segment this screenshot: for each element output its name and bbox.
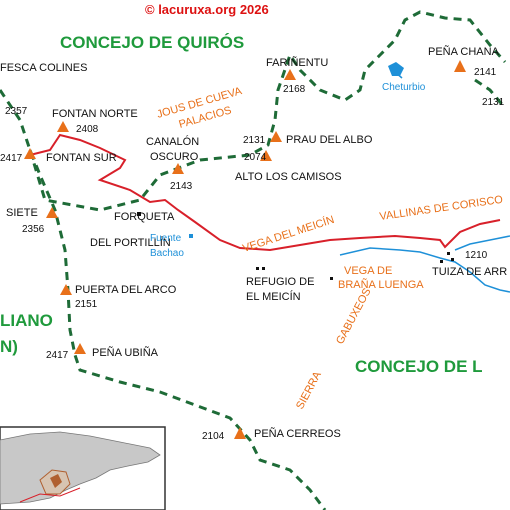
label-fuente: Fuente	[150, 233, 182, 244]
tuiza-marker	[451, 258, 454, 261]
peak-icon	[57, 121, 69, 132]
boundary-north	[28, 10, 507, 212]
stream-north	[454, 235, 510, 251]
place-forqueta: FORQUETA	[114, 211, 175, 223]
peak-elevation: 2141	[474, 67, 497, 78]
peak-elevation: 2151	[75, 299, 98, 310]
peak-elevation: 2074	[244, 152, 267, 163]
peak-name: FONTAN NORTE	[52, 108, 138, 120]
region-left-top: LIANO	[0, 311, 53, 330]
tuiza-marker	[440, 260, 443, 263]
stream-main	[339, 247, 510, 293]
label-gabuxeos: GABUXEOS	[334, 286, 374, 346]
peak-elevation: 2417	[0, 153, 23, 164]
peak-elevation: 2143	[170, 181, 193, 192]
peak-icon	[24, 148, 36, 159]
peak-name: OSCURO	[150, 151, 199, 163]
lake-cheturbio	[388, 62, 404, 76]
peak-elevation: 2417	[46, 350, 69, 361]
inset-land	[0, 431, 161, 505]
inset-border	[19, 487, 81, 503]
peak-name: FONTAN SUR	[46, 152, 117, 164]
boundary-east	[474, 78, 507, 109]
peak-name: PEÑA CHANA	[428, 45, 500, 58]
peak-icon	[172, 163, 184, 174]
refugio-marker	[262, 267, 265, 270]
peak-icon	[270, 131, 282, 142]
peak-name: FARIÑENTU	[266, 56, 328, 69]
region-lena: CONCEJO DE L	[355, 357, 483, 376]
label-vallinas: VALLINAS DE CORISCO	[379, 194, 504, 223]
peak-elevation: 2356	[22, 224, 45, 235]
place-tuiza-elevation: 1210	[465, 250, 488, 261]
label-brana: BRAÑA LUENGA	[338, 278, 424, 291]
peak-name: FESCA COLINES	[0, 62, 87, 74]
peak-elevation: 2408	[76, 124, 99, 135]
tuiza-marker	[447, 252, 450, 255]
hiking-route	[29, 133, 501, 252]
locator-inset	[0, 426, 166, 510]
peak-icon	[454, 60, 466, 72]
fuente-marker	[189, 234, 193, 238]
label-fuente: Bachao	[150, 248, 184, 259]
peak-elevation: 2131	[243, 135, 266, 146]
refugio-marker	[330, 277, 333, 280]
peak-elevation: 2131	[482, 97, 505, 108]
peak-name: ALTO LOS CAMISOS	[235, 171, 342, 183]
label-sierra: SIERRA	[294, 369, 324, 411]
region-quiros: CONCEJO DE QUIRÓS	[60, 33, 244, 52]
peak-markers	[24, 60, 466, 439]
peak-elevation: 2357	[5, 106, 28, 117]
peak-icon	[234, 427, 246, 439]
municipal-boundaries	[0, 10, 507, 510]
place-refugio: EL MEICÍN	[246, 290, 301, 303]
peak-name: PUERTA DEL ARCO	[75, 284, 177, 296]
region-left-bottom: N)	[0, 337, 18, 356]
peak-icon	[260, 150, 272, 161]
place-tuiza: TUIZA DE ARR	[432, 266, 507, 278]
peak-name: PEÑA CERREOS	[254, 427, 341, 440]
peak-name: SIETE	[6, 207, 38, 219]
peak-icon	[284, 69, 296, 80]
place-refugio: REFUGIO DE	[246, 276, 314, 288]
refugio-marker	[256, 267, 259, 270]
copyright-notice: © lacuruxa.org 2026	[145, 2, 269, 17]
peak-icon	[74, 343, 86, 354]
peak-name: PEÑA UBIÑA	[92, 346, 159, 359]
peak-elevation: 2168	[283, 84, 306, 95]
forqueta-marker	[137, 212, 141, 216]
peak-name: CANALÓN	[146, 135, 199, 148]
peak-elevation: 2104	[202, 431, 225, 442]
peak-icon	[46, 207, 58, 218]
label-vega-meicin: VEGA DEL MEICÍN	[241, 213, 336, 255]
peak-name: PRAU DEL ALBO	[286, 134, 373, 146]
label-cheturbio: Cheturbio	[382, 82, 426, 93]
boundary-west	[0, 89, 327, 510]
peak-icon	[60, 284, 72, 295]
label-brana: VEGA DE	[344, 265, 392, 277]
inset-highlight	[50, 474, 62, 488]
place-forqueta: DEL PORTILLÍN	[90, 236, 171, 249]
